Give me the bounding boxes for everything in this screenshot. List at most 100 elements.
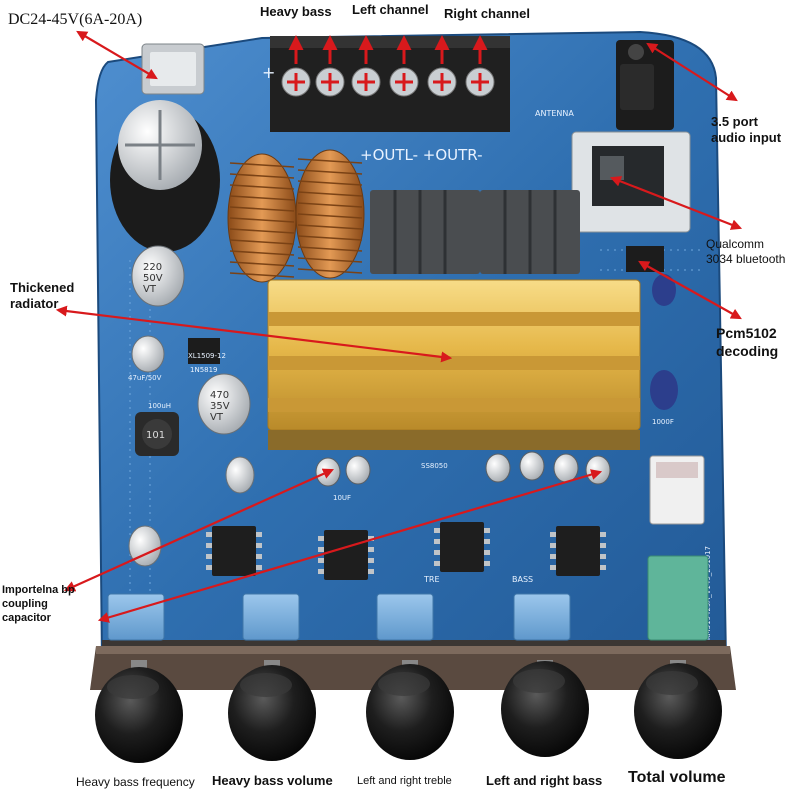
coil-winding [229, 261, 295, 267]
terminal-plus-mark [433, 73, 451, 91]
regulator-chip [188, 338, 220, 364]
main-capacitor [110, 100, 220, 252]
chip-pin [550, 554, 556, 559]
coil-winding [229, 173, 295, 179]
chip-pin [550, 565, 556, 570]
chip-pin [368, 558, 374, 563]
power-arrow [76, 30, 158, 80]
terminal-plus-mark [321, 73, 339, 91]
pcm5102-chip [626, 246, 664, 272]
coil-winding [297, 213, 363, 219]
chip-pin [434, 528, 440, 533]
power-connector [141, 43, 205, 95]
cap-1000-label: 1000F [652, 418, 674, 426]
bluetooth-label: Qualcomm 3034 bluetooth [706, 237, 786, 266]
chip-pin [368, 569, 374, 574]
terminal-plus-mark [395, 73, 413, 91]
knob-label-bass: Left and right bass [486, 773, 603, 788]
coupling-capacitor [553, 453, 579, 483]
coil-winding [297, 224, 363, 230]
chip-pin [600, 532, 606, 537]
op-amp-chip [556, 526, 600, 576]
chip-pin [206, 532, 212, 537]
terminal-plus-mark [471, 73, 489, 91]
relay [649, 455, 705, 525]
chip-pin [318, 547, 324, 552]
coupling-capacitor [485, 453, 511, 483]
potentiometer [376, 593, 434, 641]
capacitor-470uf [197, 373, 251, 435]
terminal-output-label: +OUTL- +OUTR- [360, 146, 483, 164]
small-cap-label: 47uF/50V [128, 374, 162, 382]
inductor-label: 101 [146, 430, 165, 441]
chip-pin [550, 543, 556, 548]
terminal-plus-mark [287, 73, 305, 91]
chip-pin [600, 565, 606, 570]
coil-winding [229, 162, 295, 168]
audio-input-label: 3.5 port audio input [711, 114, 782, 146]
coupling-capacitor-label: Importelna bp coupling capacitor [2, 584, 75, 624]
audio-jack [616, 40, 674, 130]
coupling-value-label: 10UF [333, 494, 351, 502]
radiator-arrow [55, 305, 453, 363]
antenna-label: ANTENNA [535, 109, 574, 118]
chip-pin [484, 539, 490, 544]
potentiometer [513, 593, 571, 641]
chip-pin [368, 547, 374, 552]
chip-pin [256, 532, 262, 537]
heatsink [267, 279, 641, 450]
coil-winding [229, 239, 295, 245]
coil-winding [297, 268, 363, 274]
coil-winding [297, 180, 363, 186]
diode-label: 1N5819 [190, 366, 218, 374]
coil-winding [297, 257, 363, 263]
decoding-label: Pcm5102 decoding [716, 325, 779, 359]
chip-pin [434, 550, 440, 555]
coupling-capacitor [345, 455, 371, 485]
coupling-capacitor [519, 451, 545, 481]
coil-winding [229, 217, 295, 223]
coil-winding [229, 206, 295, 212]
bluetooth-arrow [609, 176, 743, 230]
chip-pin [600, 554, 606, 559]
chip-pin [256, 543, 262, 548]
bluetooth-module [571, 131, 691, 233]
bass-silk-label: BASS [512, 575, 533, 584]
coil-winding [297, 191, 363, 197]
potentiometer [107, 593, 165, 641]
potentiometer [242, 593, 300, 641]
chip-pin [206, 554, 212, 559]
output-inductors [370, 190, 580, 274]
chip-pin [434, 539, 440, 544]
plus-mark: + [262, 63, 275, 82]
coil-winding [229, 250, 295, 256]
inductor-value-label: 100uH [148, 402, 171, 410]
chip-pin [256, 554, 262, 559]
chip-pin [206, 543, 212, 548]
knob-label-bass-frequency: Heavy bass frequency [76, 775, 195, 789]
inductor-101 [135, 412, 179, 456]
chip-pin [600, 543, 606, 548]
regulator-label: XL1509-12 [188, 352, 226, 360]
coil-winding [229, 228, 295, 234]
chip-pin [206, 565, 212, 570]
knob-highlight [107, 675, 159, 699]
knob-highlight [513, 669, 565, 693]
coil-winding [297, 169, 363, 175]
chip-pin [318, 536, 324, 541]
decoding-arrow [638, 260, 742, 320]
chip-pin [434, 561, 440, 566]
coupling-capacitor [585, 455, 611, 485]
coil-winding [297, 158, 363, 164]
coil-winding [297, 246, 363, 252]
power-spec-label: DC24-45V(6A-20A) [8, 11, 143, 28]
heavy-bass-output-label: Heavy bass [260, 4, 332, 19]
chip-pin [318, 569, 324, 574]
left-channel-label: Left channel [352, 2, 429, 17]
op-amp-chip [440, 522, 484, 572]
knob-highlight [646, 671, 698, 695]
coil-winding [229, 272, 295, 278]
coil-winding [297, 235, 363, 241]
